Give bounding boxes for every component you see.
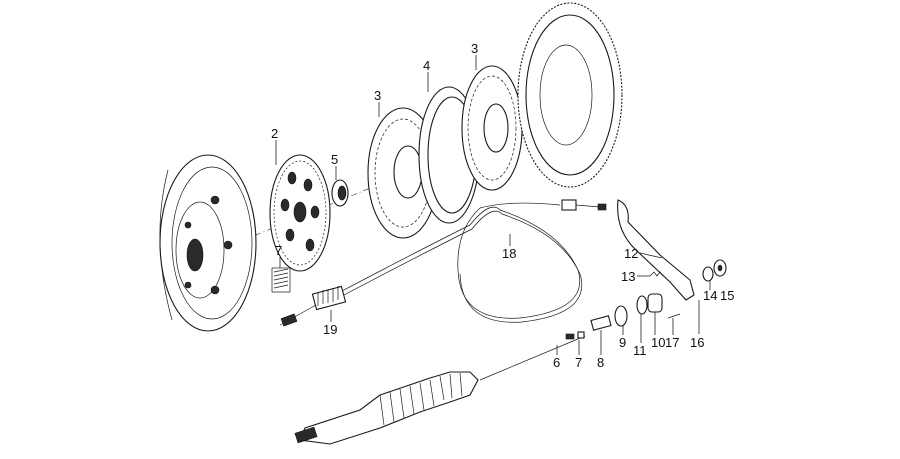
part-3-friction-disc-2 xyxy=(461,65,523,191)
callout-17: 17 xyxy=(665,335,679,350)
callout-3-right: 3 xyxy=(471,41,478,56)
part-13-spring xyxy=(649,271,664,277)
callout-8: 8 xyxy=(597,355,604,370)
part-6-rod xyxy=(565,333,575,340)
leader-lines xyxy=(275,55,711,355)
part-8-bolt xyxy=(590,315,612,331)
part-2-drilled-plate xyxy=(269,154,331,272)
callout-4: 4 xyxy=(423,58,430,73)
callout-labels: 2 3 4 3 5 7 18 19 12 13 14 15 16 9 11 10… xyxy=(271,41,734,370)
part-10-sleeve xyxy=(647,293,663,313)
part-7-spring xyxy=(271,267,291,293)
callout-5: 5 xyxy=(331,152,338,167)
callout-10: 10 xyxy=(651,335,665,350)
callout-15: 15 xyxy=(720,288,734,303)
callout-3-left: 3 xyxy=(374,88,381,103)
callout-2: 2 xyxy=(271,126,278,141)
part-7-nut xyxy=(577,331,585,339)
callout-18: 18 xyxy=(502,246,516,261)
flywheel-housing xyxy=(159,154,257,332)
callout-7-lower: 7 xyxy=(575,355,582,370)
callout-12: 12 xyxy=(624,246,638,261)
callout-19: 19 xyxy=(323,322,337,337)
part-11-ring xyxy=(636,295,648,315)
part-15-washer xyxy=(713,259,727,277)
callout-6: 6 xyxy=(553,355,560,370)
callout-11: 11 xyxy=(633,343,647,358)
part-17-pin xyxy=(667,313,681,319)
ring-gear xyxy=(517,2,623,188)
callout-7-upper: 7 xyxy=(275,243,282,258)
callout-9: 9 xyxy=(619,335,626,350)
part-5-bushing xyxy=(331,179,349,207)
callout-14: 14 xyxy=(703,288,717,303)
callout-13: 13 xyxy=(621,269,635,284)
part-18-cable xyxy=(339,199,607,323)
part-12-lever xyxy=(617,199,695,301)
part-14-pin xyxy=(702,266,714,282)
part-9-washer xyxy=(614,305,628,327)
callout-16: 16 xyxy=(690,335,704,350)
input-shaft xyxy=(294,335,586,445)
part-19-cable-fitting xyxy=(279,285,347,327)
